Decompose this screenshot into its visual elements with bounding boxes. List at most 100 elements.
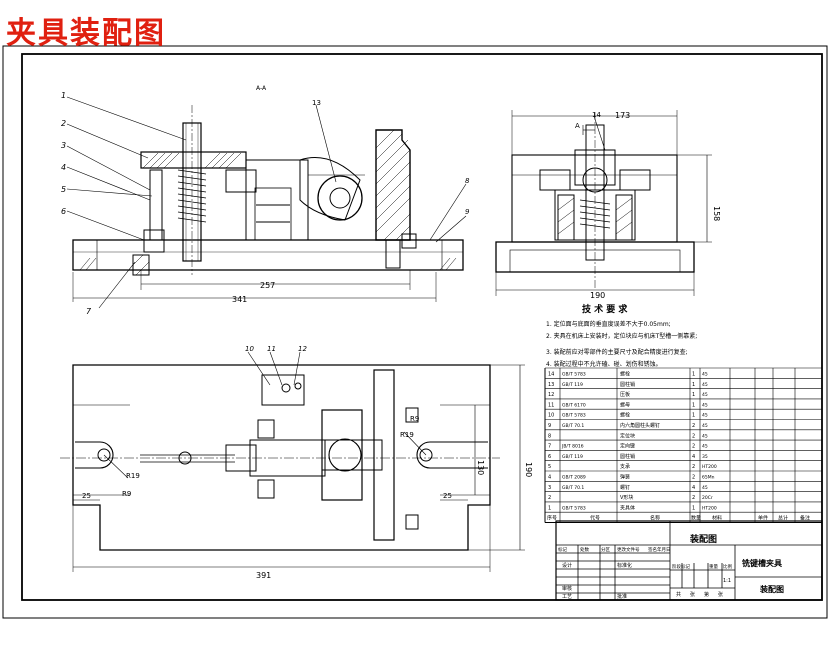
part-name: V形块 bbox=[620, 494, 633, 501]
tb-weight: 重量 bbox=[709, 563, 718, 570]
balloon-7: 7 bbox=[86, 307, 92, 316]
dim-190-plan: 190 bbox=[524, 462, 533, 477]
part-qty: 1 bbox=[692, 392, 695, 398]
tb-row-sign: 签名 bbox=[648, 546, 657, 553]
part-qty: 1 bbox=[692, 382, 695, 388]
part-qty: 1 bbox=[692, 413, 695, 419]
part-qty: 2 bbox=[692, 464, 695, 470]
part-code: GB/T 70.1 bbox=[562, 485, 584, 491]
part-material: 45 bbox=[702, 382, 708, 388]
part-name: 夹具体 bbox=[620, 504, 635, 511]
part-code: GB/T 119 bbox=[562, 382, 583, 388]
part-qty: 2 bbox=[692, 475, 695, 481]
balloon-3: 3 bbox=[61, 141, 66, 150]
part-material: 45 bbox=[702, 433, 708, 439]
part-number: 7 bbox=[548, 444, 551, 450]
tb-sheet-no: 第 bbox=[704, 591, 709, 598]
part-material: 65Mn bbox=[702, 475, 715, 481]
tb-role-process: 工艺 bbox=[562, 594, 572, 600]
part-number: 14 bbox=[548, 372, 554, 378]
tb-scale: 1:1 bbox=[723, 578, 731, 584]
part-code: GB/T 5783 bbox=[562, 372, 586, 378]
balloon-4: 4 bbox=[61, 163, 66, 172]
balloon-5: 5 bbox=[61, 185, 66, 194]
part-number: 13 bbox=[548, 382, 554, 388]
outer-frame bbox=[2, 45, 828, 619]
part-name: 压板 bbox=[620, 391, 630, 398]
part-number: 3 bbox=[548, 485, 551, 491]
part-number: 9 bbox=[548, 423, 551, 429]
part-number: 6 bbox=[548, 454, 551, 460]
part-qty: 1 bbox=[692, 402, 695, 408]
table-header-cell: 数量 bbox=[691, 515, 701, 522]
table-header-cell: 序号 bbox=[547, 515, 557, 522]
balloon-6: 6 bbox=[61, 207, 66, 216]
part-number: 4 bbox=[548, 475, 551, 481]
balloon-13: 13 bbox=[312, 99, 321, 107]
dim-173: 173 bbox=[615, 111, 630, 120]
dim-r9-left: R9 bbox=[122, 490, 131, 498]
inner-frame bbox=[21, 53, 823, 601]
table-header-cell: 名称 bbox=[650, 515, 660, 522]
part-material: 45 bbox=[702, 444, 708, 450]
balloon-1: 1 bbox=[61, 91, 66, 100]
part-name: 螺栓 bbox=[620, 371, 630, 378]
tb-sheet-total-unit: 张 bbox=[690, 591, 695, 598]
part-material: HT200 bbox=[702, 464, 717, 470]
tb-role-review: 审核 bbox=[562, 585, 572, 592]
part-material: 35 bbox=[702, 454, 708, 460]
part-code: GB/T 6170 bbox=[562, 402, 586, 408]
part-name: 定向键 bbox=[620, 443, 635, 450]
part-qty: 4 bbox=[692, 454, 695, 460]
balloon-11: 11 bbox=[267, 345, 276, 353]
part-name: 圆柱销 bbox=[620, 453, 635, 460]
table-header-cell: 材料 bbox=[712, 515, 722, 522]
tb-stage: 阶段标记 bbox=[672, 563, 690, 570]
balloon-10: 10 bbox=[245, 345, 254, 353]
tb-sheet-total: 共 bbox=[676, 591, 681, 598]
balloon-2: 2 bbox=[61, 119, 66, 128]
part-qty: 2 bbox=[692, 423, 695, 429]
title-drawing: 装配图 bbox=[759, 584, 784, 594]
part-number: 1 bbox=[548, 505, 551, 511]
balloon-12: 12 bbox=[298, 345, 307, 353]
tech-req-line-3: 3. 装配前应对零部件的主要尺寸及配合精度进行复查; bbox=[546, 348, 688, 356]
tb-role-standard: 标准化 bbox=[617, 562, 632, 569]
dim-391: 391 bbox=[256, 571, 271, 580]
part-material: 45 bbox=[702, 372, 708, 378]
part-code: GB/T 5783 bbox=[562, 505, 586, 511]
dim-r19-right: R19 bbox=[400, 431, 414, 439]
title-assembly: 装配图 bbox=[689, 533, 717, 545]
tb-row-zone: 分区 bbox=[601, 546, 610, 553]
part-name: 螺栓 bbox=[620, 412, 630, 419]
tb-role-design: 设计 bbox=[562, 562, 572, 569]
dim-25-left: 25 bbox=[82, 492, 91, 500]
table-header-cell: 备注 bbox=[800, 515, 810, 522]
part-number: 11 bbox=[548, 402, 554, 408]
balloon-8: 8 bbox=[465, 177, 470, 185]
part-code: JB/T 8016 bbox=[561, 444, 584, 450]
part-material: 20Cr bbox=[702, 495, 713, 501]
side-view bbox=[495, 110, 712, 296]
dim-190-side: 190 bbox=[590, 291, 605, 300]
part-material: 45 bbox=[702, 402, 708, 408]
part-name: 支承 bbox=[620, 463, 630, 470]
drawing-heading: 夹具装配图 bbox=[6, 16, 166, 51]
dim-25-right: 25 bbox=[443, 492, 452, 500]
part-code: GB/T 2089 bbox=[562, 475, 586, 481]
part-name: 圆柱销 bbox=[620, 381, 635, 388]
tb-row-mark: 标记 bbox=[558, 546, 567, 553]
part-qty: 1 bbox=[692, 505, 695, 511]
part-qty: 2 bbox=[692, 433, 695, 439]
table-header-cell: 代号 bbox=[590, 515, 600, 522]
part-qty: 1 bbox=[692, 372, 695, 378]
part-material: 45 bbox=[702, 413, 708, 419]
part-code: GB/T 70.1 bbox=[562, 423, 584, 429]
part-number: 8 bbox=[548, 433, 551, 439]
tech-req-title: 技 术 要 求 bbox=[582, 303, 628, 315]
tb-sheet-no-unit: 张 bbox=[718, 591, 723, 598]
dim-r9-right: R9 bbox=[410, 415, 419, 423]
